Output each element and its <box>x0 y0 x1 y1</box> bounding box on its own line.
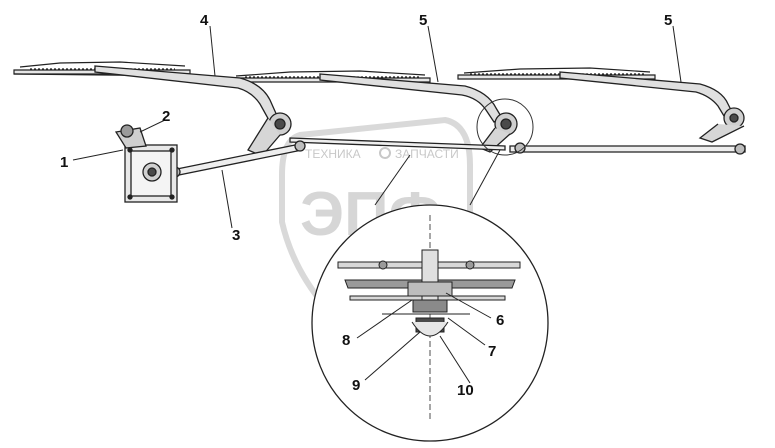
wiper-arm-right <box>559 71 745 143</box>
watermark-small-left: ТЕХНИКА <box>305 147 361 161</box>
watermark-small-right: ЗАПЧАСТИ <box>395 147 459 161</box>
wiper-motor <box>114 124 178 203</box>
callout-label-1: 1 <box>60 154 68 171</box>
callout-label-5-middle: 5 <box>419 12 427 29</box>
callout-label-8: 8 <box>342 332 350 349</box>
linkage-rods <box>169 137 746 178</box>
callout-label-4: 4 <box>200 12 209 29</box>
callout-label-2: 2 <box>162 108 170 125</box>
callout-label-5-right: 5 <box>664 12 672 29</box>
callout-label-7: 7 <box>488 343 496 360</box>
detail-callout-circle <box>476 98 534 156</box>
callout-label-6: 6 <box>496 312 504 329</box>
watermark-gear-icon <box>379 147 391 159</box>
wiper-arm-left <box>94 65 292 157</box>
leader-lines <box>72 25 682 384</box>
callout-label-9: 9 <box>352 377 360 394</box>
wiper-arm-middle <box>319 73 518 153</box>
detail-view <box>311 149 549 442</box>
callout-label-3: 3 <box>232 227 240 244</box>
detail-leader-line <box>374 154 411 206</box>
callout-label-10: 10 <box>457 382 474 399</box>
